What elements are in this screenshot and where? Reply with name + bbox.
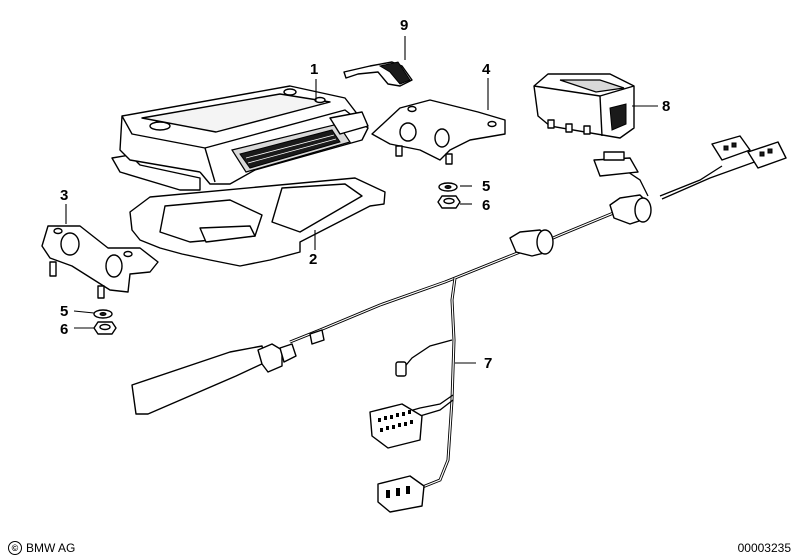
mounting-plate bbox=[129, 177, 386, 267]
nut-right bbox=[437, 195, 461, 209]
callout-1: 1 bbox=[310, 61, 318, 78]
copyright-text: BMW AG bbox=[26, 541, 76, 555]
copyright-icon: © bbox=[8, 541, 22, 555]
callout-4: 4 bbox=[482, 61, 491, 78]
bracket-clip bbox=[343, 61, 413, 87]
callout-8: 8 bbox=[662, 98, 670, 115]
callout-6-left: 6 bbox=[60, 321, 68, 338]
washer-left bbox=[93, 309, 113, 319]
wiring-harness bbox=[131, 135, 787, 513]
callout-2: 2 bbox=[309, 251, 317, 268]
callout-5-right: 5 bbox=[482, 178, 490, 195]
switch bbox=[533, 73, 635, 139]
nut-left bbox=[93, 321, 117, 335]
diagram-number: 00003235 bbox=[737, 541, 791, 555]
bracket-right bbox=[371, 99, 506, 165]
callout-5-left: 5 bbox=[60, 303, 68, 320]
callout-3: 3 bbox=[60, 187, 68, 204]
bracket-left bbox=[41, 225, 159, 299]
leader-lines bbox=[65, 36, 658, 364]
callout-7: 7 bbox=[484, 355, 492, 372]
callout-9: 9 bbox=[400, 17, 408, 34]
callouts: 1 2 3 4 5 6 5 6 7 8 9 bbox=[60, 17, 670, 372]
control-unit bbox=[111, 85, 369, 191]
callout-6-right: 6 bbox=[482, 197, 490, 214]
copyright-notice: © BMW AG bbox=[8, 541, 75, 555]
washer-right bbox=[438, 182, 458, 192]
